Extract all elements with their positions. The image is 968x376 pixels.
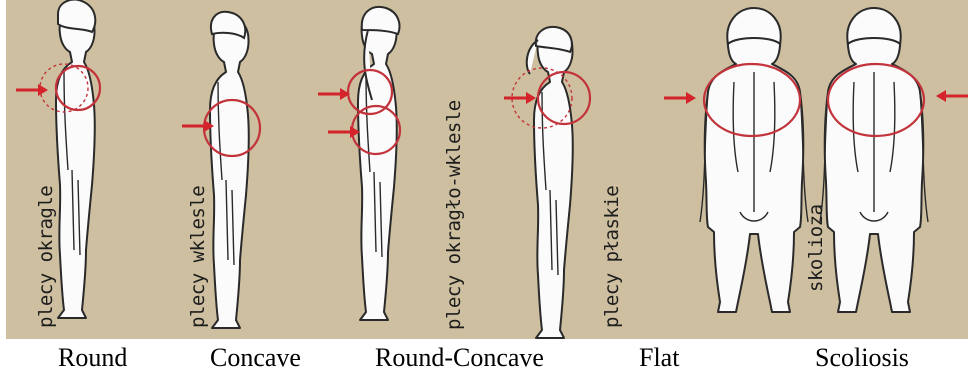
figure-flat-back: plecy płaskie [504,27,623,338]
figure-concave-back: plecy wklesle [182,12,260,328]
arrow-icon [936,90,968,102]
caption-scoliosis: Scoliosis [815,339,909,376]
arrow-icon [16,84,48,96]
arrow-icon [504,92,536,104]
caption-flat: Flat [639,339,679,376]
label-round-concave: plecy okragło-wklesle [443,100,465,330]
arrow-icon [664,92,696,104]
label-round: plecy okragle [35,186,57,328]
caption-concave: Concave [210,339,301,376]
label-concave: plecy wklesle [187,186,209,328]
label-scoliosis: skolioza [805,204,827,292]
caption-round: Round [58,339,127,376]
posture-diagram-panel: plecy okragle plecy wklesle plecy okragł… [6,0,968,339]
arrow-icon [328,126,360,138]
caption-round-concave: Round-Concave [375,339,544,376]
label-flat: plecy płaskie [601,186,623,328]
figure-scoliosis-back: skolioza [664,8,968,312]
figure-round-back: plecy okragle [16,0,100,328]
arrow-icon [318,88,350,100]
figure-round-concave-back: plecy okragło-wklesle [318,7,465,330]
